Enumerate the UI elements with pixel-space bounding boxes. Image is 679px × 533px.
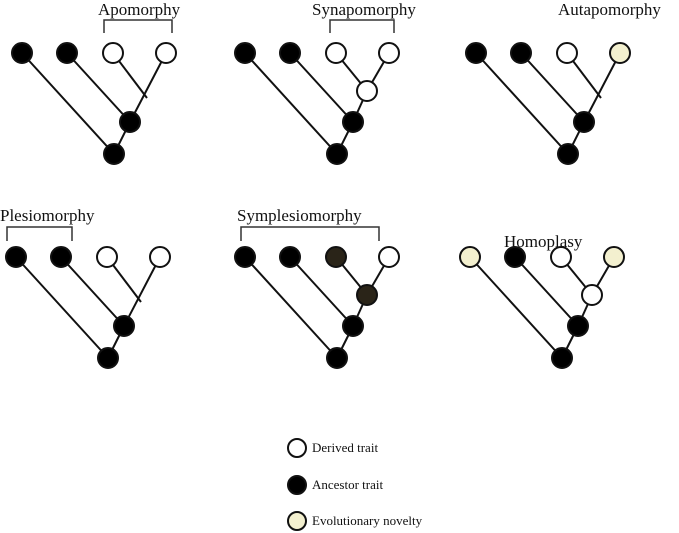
branch-line [129,52,167,123]
root-node-ancestor [326,347,348,369]
tip-node-ancestor [279,246,301,268]
tip-node-dark_ancestor [325,246,347,268]
tip-node-ancestor [234,246,256,268]
root-node-ancestor [97,347,119,369]
tip-node-ancestor [234,42,256,64]
tip-node-derived [102,42,124,64]
tip-node-ancestor [5,246,27,268]
branch-line [514,256,579,327]
cladogram-panel-symplesiomorphy: Symplesiomorphy [234,206,400,369]
branch-line [520,52,585,123]
tip-node-ancestor [56,42,78,64]
tip-node-ancestor [50,246,72,268]
tip-node-derived [550,246,572,268]
branch-line [583,52,621,123]
root-node-ancestor [557,143,579,165]
tip-node-ancestor [279,42,301,64]
panel-title: Autapomorphy [558,0,661,19]
tip-node-novelty [603,246,625,268]
tip-node-novelty [459,246,481,268]
branch-line [21,52,115,155]
tip-node-derived [96,246,118,268]
inner-node-ancestor [342,315,364,337]
inner-node-ancestor [573,111,595,133]
branch-line [244,256,338,359]
legend-swatch-novelty [287,511,307,531]
cladogram-panel-autapomorphy: Autapomorphy [465,0,661,165]
tip-node-derived [325,42,347,64]
tip-node-derived [155,42,177,64]
panel-title: Synapomorphy [312,0,416,19]
branch-node-derived [356,80,378,102]
tip-node-derived [149,246,171,268]
legend-swatch-ancestor [287,475,307,495]
branch-node-dark_ancestor [356,284,378,306]
root-node-ancestor [326,143,348,165]
branch-line [475,52,569,155]
legend-swatch-derived [287,438,307,458]
tip-node-derived [556,42,578,64]
panel-title: Apomorphy [98,0,181,19]
branch-line [15,256,109,359]
tip-node-derived [378,246,400,268]
tip-node-ancestor [504,246,526,268]
clade-bracket [329,19,395,33]
branch-line [123,256,161,327]
cladogram-panel-plesiomorphy: Plesiomorphy [0,206,171,369]
clade-bracket [103,19,173,33]
cladogram-panel-synapomorphy: Synapomorphy [234,0,416,165]
branch-line [244,52,338,155]
root-node-ancestor [551,347,573,369]
legend-label-ancestor: Ancestor trait [312,477,384,492]
root-node-ancestor [103,143,125,165]
inner-node-ancestor [567,315,589,337]
cladogram-panel-apomorphy: Apomorphy [11,0,181,165]
inner-node-ancestor [113,315,135,337]
legend-label-derived: Derived trait [312,440,378,455]
branch-line [289,256,354,327]
branch-line [60,256,125,327]
branch-node-derived [581,284,603,306]
inner-node-ancestor [342,111,364,133]
branch-line [289,52,354,123]
tip-node-novelty [609,42,631,64]
clade-bracket [240,226,380,241]
tip-node-derived [378,42,400,64]
panel-title: Symplesiomorphy [237,206,362,225]
tip-node-ancestor [11,42,33,64]
branch-line [469,256,563,359]
inner-node-ancestor [119,111,141,133]
panel-title: Plesiomorphy [0,206,95,225]
tip-node-ancestor [510,42,532,64]
cladogram-panel-homoplasy: Homoplasy [459,232,625,369]
branch-line [66,52,131,123]
tip-node-ancestor [465,42,487,64]
legend-label-novelty: Evolutionary novelty [312,513,423,528]
clade-bracket [6,226,73,241]
